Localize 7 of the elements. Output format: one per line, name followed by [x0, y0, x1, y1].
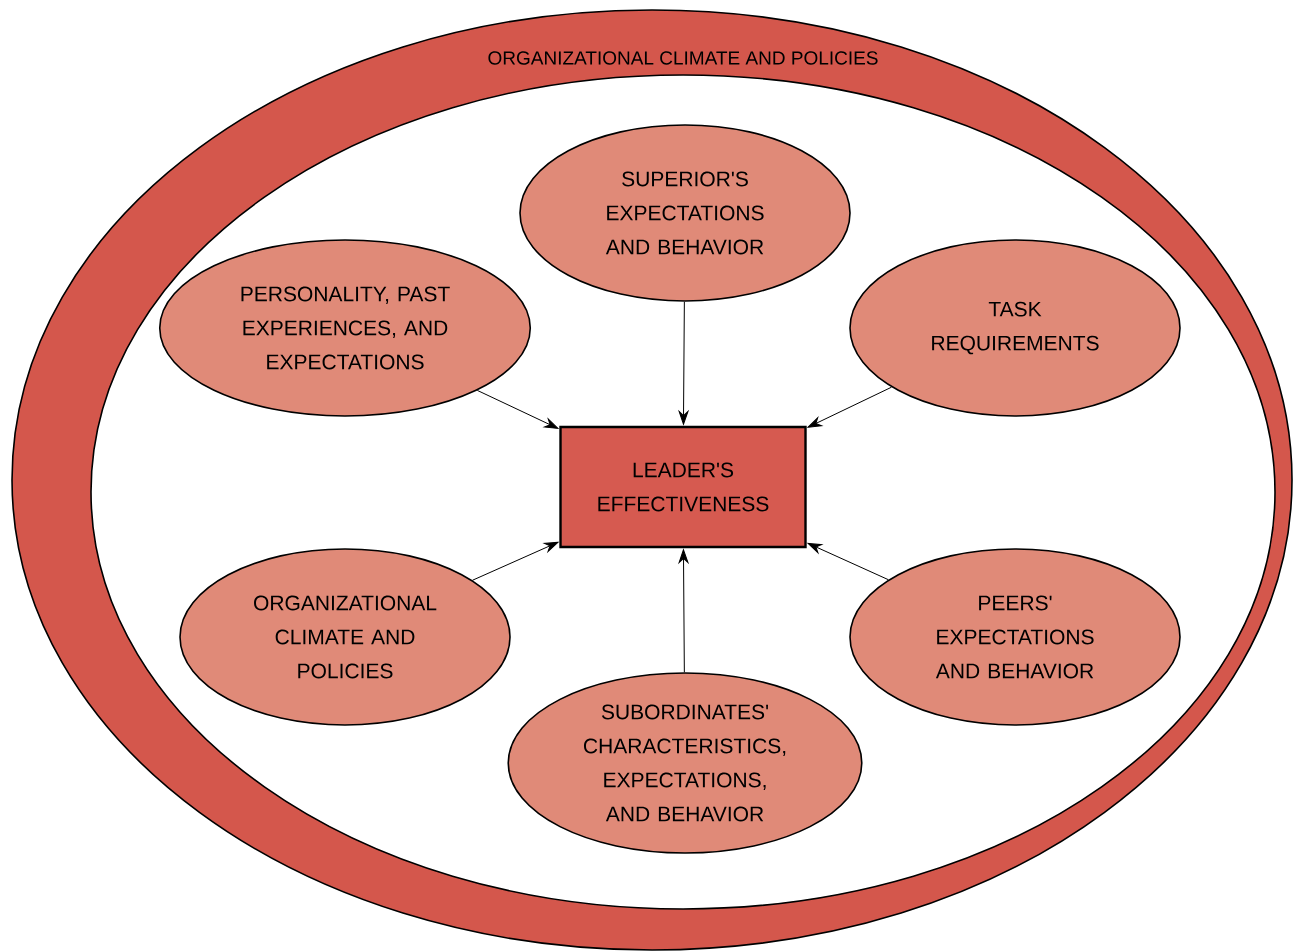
arrow	[476, 389, 559, 429]
arrow	[807, 542, 889, 581]
arrow	[678, 301, 689, 425]
arrow	[807, 386, 892, 428]
arrow	[472, 541, 559, 581]
arrow	[678, 549, 689, 673]
outcome-box: LEADER'S EFFECTIVENESS	[559, 425, 807, 549]
